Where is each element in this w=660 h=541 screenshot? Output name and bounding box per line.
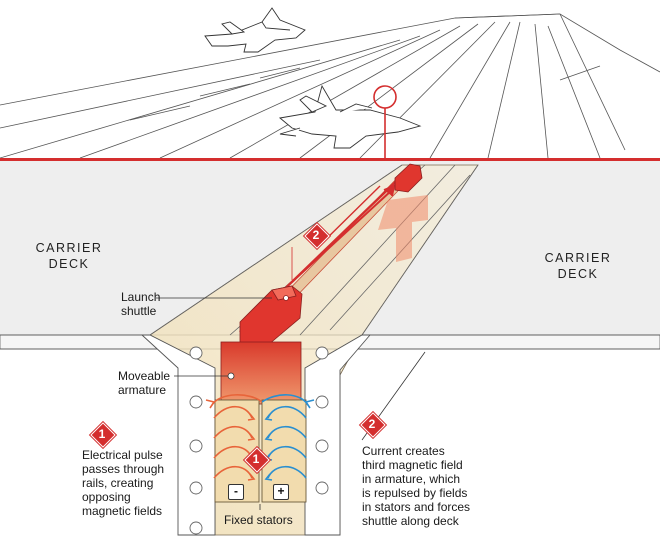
zoom-indicator xyxy=(373,85,397,160)
step1-description: Electrical pulse passes through rails, c… xyxy=(82,448,165,518)
travel-arrow xyxy=(291,184,396,283)
moveable-armature-label: Moveable armature xyxy=(118,369,171,397)
step2-description: Current creates third magnetic field in … xyxy=(362,444,471,528)
flight-deck-perspective xyxy=(0,13,660,159)
launch-shuttle-icon xyxy=(239,285,303,346)
shuttle-ghost xyxy=(378,195,428,262)
plus-polarity-icon: + xyxy=(273,484,289,500)
step2-number: 2 xyxy=(368,417,376,431)
deck-label-left: CARRIER DECK xyxy=(35,241,103,271)
field-lines-positive xyxy=(261,394,315,481)
step1-marker-left: 1 xyxy=(90,422,116,448)
minus-polarity-icon: - xyxy=(228,484,244,500)
armature-icon xyxy=(220,341,302,405)
step1-marker-center: 1 xyxy=(244,447,270,473)
launch-shuttle-label: Launch shuttle xyxy=(121,290,161,318)
step2-number: 2 xyxy=(312,228,320,242)
shuttle-far xyxy=(394,163,423,193)
deck-label-right: CARRIER DECK xyxy=(544,251,612,281)
fixed-stators-label: Fixed stators xyxy=(224,513,293,527)
jet-upper-icon xyxy=(204,7,306,53)
bolt-holes xyxy=(189,346,329,535)
step1-number: 1 xyxy=(98,427,106,441)
jet-lower-icon xyxy=(278,84,422,149)
leader-lines xyxy=(156,185,426,510)
step1-number: 1 xyxy=(252,452,260,466)
step2-marker-top: 2 xyxy=(304,223,330,249)
section-divider xyxy=(0,158,660,161)
step2-marker-bottom: 2 xyxy=(360,412,386,438)
